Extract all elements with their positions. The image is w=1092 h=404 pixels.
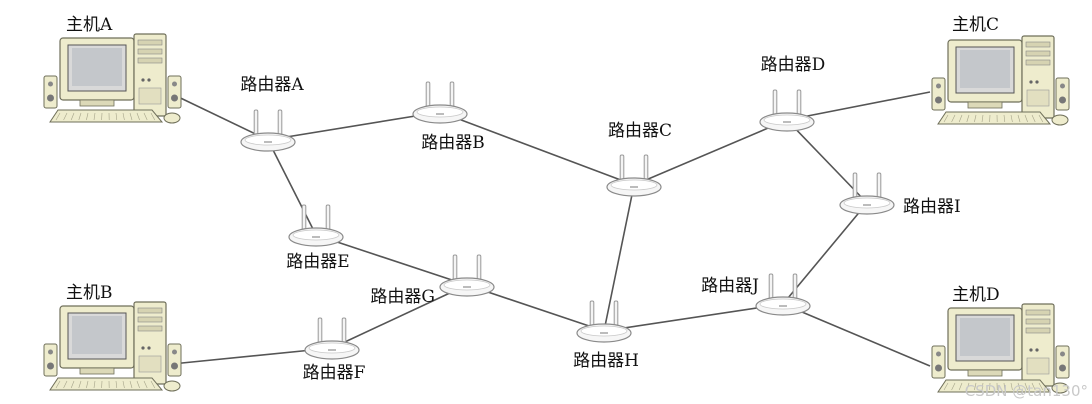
link-D-hostC [787, 92, 930, 120]
router-b-icon [413, 82, 467, 123]
router-label-b: 路由器B [421, 133, 485, 153]
host-a-computer-icon [44, 34, 181, 123]
host-label-c: 主机C [952, 15, 999, 35]
host-b-computer-icon [44, 302, 181, 391]
host-label-a: 主机A [66, 15, 113, 35]
link-J-hostD [783, 304, 930, 366]
router-label-a: 路由器A [240, 75, 304, 95]
router-d-icon [760, 90, 814, 131]
link-A-E [268, 140, 316, 235]
link-C-H [604, 185, 634, 331]
host-d-computer-icon [932, 304, 1069, 393]
router-label-e: 路由器E [286, 252, 349, 272]
router-h-icon [577, 301, 631, 342]
router-g-icon [440, 255, 494, 296]
router-label-g: 路由器G [370, 287, 435, 307]
router-label-d: 路由器D [761, 55, 826, 75]
router-label-f: 路由器F [303, 363, 366, 383]
watermark: CSDN @tan130° [965, 382, 1088, 400]
router-label-j: 路由器J [701, 276, 759, 296]
host-label-d: 主机D [952, 285, 1000, 305]
host-c-computer-icon [932, 36, 1069, 125]
link-hostA-A [168, 92, 268, 140]
router-label-i: 路由器I [903, 197, 961, 217]
router-label-h: 路由器H [573, 351, 639, 371]
router-i-icon [840, 173, 894, 214]
router-label-c: 路由器C [608, 121, 672, 141]
host-label-b: 主机B [66, 283, 113, 303]
router-c-icon [607, 155, 661, 196]
router-e-icon [289, 205, 343, 246]
